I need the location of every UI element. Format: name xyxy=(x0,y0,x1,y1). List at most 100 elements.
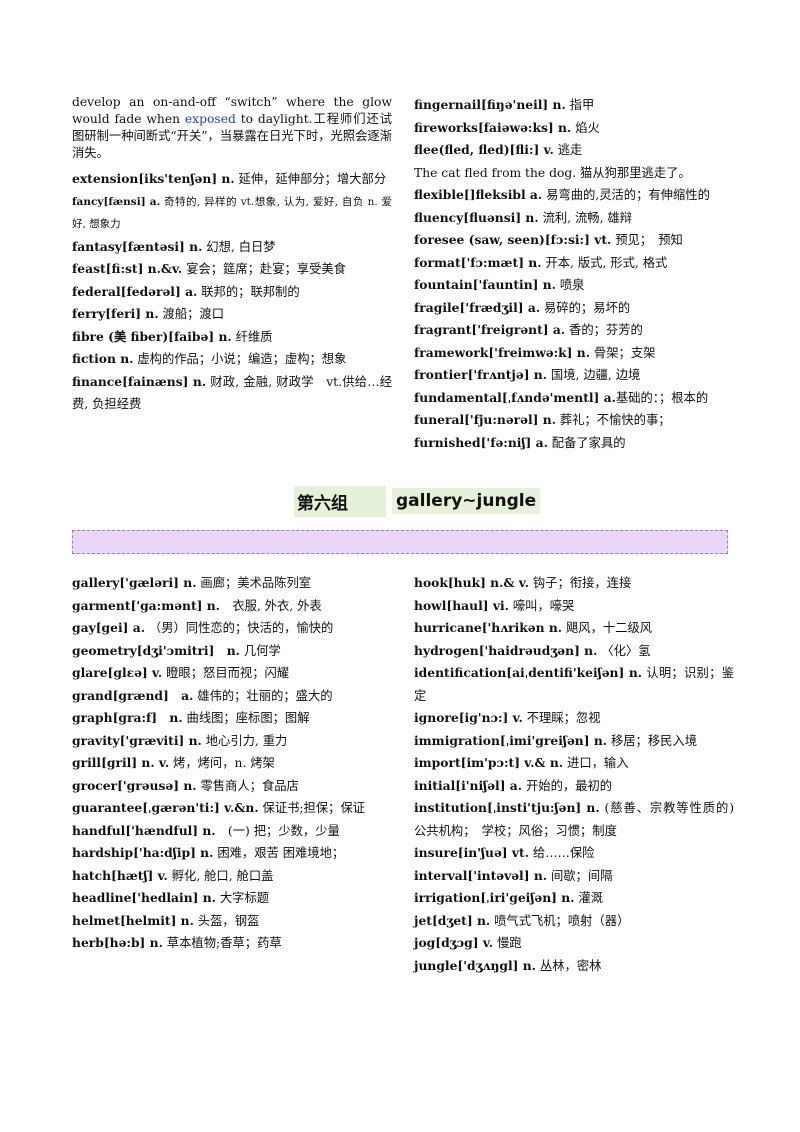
highlighted-word[interactable]: exposed xyxy=(184,112,236,126)
definition: 认明；识别；鉴定 xyxy=(414,666,734,703)
vocab-entry: headline['hedlain] n. 大字标题 xyxy=(72,887,392,910)
headword: ignore[ig'nɔ:] v. xyxy=(414,710,523,725)
vocab-entry: fragrant['freigrənt] a. 香的；芬芳的 xyxy=(414,319,734,342)
intro-text-start: develop an on-and-off “switch” where the… xyxy=(72,95,392,126)
headword: insure[in'ʃuə] vt. xyxy=(414,845,530,860)
headword: geometry[dʒi'ɔmitri] n. xyxy=(72,642,240,658)
headword: hardship['ha:dʃip] n. xyxy=(72,845,214,860)
headword: herb[hə:b] n. xyxy=(72,935,163,950)
headword: helmet[helmit] n. xyxy=(72,912,194,928)
definition: 国境, 边疆, 边境 xyxy=(547,368,641,382)
section-title-cn: 第六组 xyxy=(294,485,386,517)
definition: 虚构的作品；小说；编造；虚构；想象 xyxy=(133,352,347,366)
definition: 嚎叫，嚎哭 xyxy=(508,598,575,613)
headword: gay[gei] a. xyxy=(72,620,145,635)
definition: 焰火 xyxy=(571,120,600,135)
headword: graph[gra:f] n. xyxy=(72,710,183,725)
headword: hurricane['hʌrikən n. xyxy=(414,620,563,635)
headword: furnished['fə:niʃ] a. xyxy=(414,434,548,450)
headword: federal[fedərəl] a. xyxy=(72,283,198,299)
vocab-entry: feast[fi:st] n.&v. 宴会；筵席；赴宴；享受美食 xyxy=(72,258,392,281)
headword: fountain['fauntin] n. xyxy=(414,277,556,292)
vocab-entry: fountain['fauntin] n. 喷泉 xyxy=(414,274,734,297)
vocab-entry: The cat fled from the dog. 猫从狗那里逃走了。 xyxy=(414,162,734,185)
vocab-entry: fragile['frædʒil] a. 易碎的；易坏的 xyxy=(414,297,734,320)
vocab-entry: hydrogen['haidrəudʒən] n. 〈化〉氢 xyxy=(414,640,734,663)
headword: hook[huk] n.& v. xyxy=(414,575,529,590)
vocab-entry: grill[gril] n. v. 烤，烤问，n. 烤架 xyxy=(72,752,392,775)
definition: (一) 把；少数，少量 xyxy=(215,823,340,838)
definition: 画廊；美术品陈列室 xyxy=(196,576,312,590)
definition: 慢跑 xyxy=(493,936,522,950)
headword: extension[iks'tenʃən] n. xyxy=(72,171,235,186)
vocab-entry: graph[gra:f] n. 曲线图；座标图；图解 xyxy=(72,707,392,730)
headword: finance[fainæns] n. xyxy=(72,373,207,389)
vocab-entry: finance[fainæns] n. 财政, 金融, 财政学 vt.供给…经费… xyxy=(72,371,392,416)
vocab-entry: jet[dʒet] n. 喷气式飞机；喷射（器） xyxy=(414,910,734,933)
headword: fireworks[faiəwə:ks] n. xyxy=(414,119,572,135)
headword: irrigation[ˌiri'geiʃən] n. xyxy=(414,890,575,905)
headword: hydrogen['haidrəudʒən] n. xyxy=(414,642,598,658)
vocab-entry: grocer['grəusə] n. 零售商人；食品店 xyxy=(72,775,392,798)
definition: 给……保险 xyxy=(529,846,595,860)
vocab-entry: herb[hə:b] n. 草本植物;香草；药草 xyxy=(72,932,392,955)
definition: 瞪眼；怒目而视；闪耀 xyxy=(162,666,290,680)
vocab-entry: hardship['ha:dʃip] n. 困难，艰苦 困难境地； xyxy=(72,842,392,865)
definition: (慈善、宗教等性质的) 公共机构； 学校；风俗；习惯；制度 xyxy=(414,801,734,838)
vocab-entry: federal[fedərəl] a. 联邦的；联邦制的 xyxy=(72,281,392,304)
definition: 纤维质 xyxy=(231,329,273,344)
vocab-entry: import[im'pɔ:t] v.& n. 进口，输入 xyxy=(414,752,734,775)
headword: immigration[ˌimi'greiʃən] n. xyxy=(414,732,608,748)
vocab-entry: insure[in'ʃuə] vt. 给……保险 xyxy=(414,842,734,865)
vocab-entry: howl[haul] vi. 嚎叫，嚎哭 xyxy=(414,595,734,618)
vocab-entry: guarantee[ˌgærən'ti:] v.&n. 保证书;担保；保证 xyxy=(72,797,392,820)
vocab-entry: fiction n. 虚构的作品；小说；编造；虚构；想象 xyxy=(72,348,392,371)
vocab-entry: format['fɔ:mæt] n. 开本, 版式, 形式, 格式 xyxy=(414,252,734,275)
vocab-entry: fundamental[ˌfʌndə'mentl] a.基础的：；根本的 xyxy=(414,387,734,410)
headword: glare[glεə] v. xyxy=(72,665,163,680)
vocab-entry: hurricane['hʌrikən n. 飓风，十二级风 xyxy=(414,617,734,640)
headword: foresee (saw, seen)[fɔ:si:] vt. xyxy=(414,232,612,247)
vocab-entry: interval['intəvəl] n. 间歇；间隔 xyxy=(414,865,734,888)
headword: howl[haul] vi. xyxy=(414,597,509,613)
definition: 间歇；间隔 xyxy=(547,868,613,883)
vocab-entry: frontier['frʌntjə] n. 国境, 边疆, 边境 xyxy=(414,364,734,387)
headword: garment['ga:mənt] n. xyxy=(72,597,220,613)
intro-text-end: to daylight.工程师们还试图研制一种间断式“开关”，当暴露在日光下时，… xyxy=(72,112,392,160)
definition: 雄伟的；壮丽的；盛大的 xyxy=(193,688,333,703)
definition: 流利, 流畅, 雄辩 xyxy=(538,210,632,225)
headword: frontier['frʌntjə] n. xyxy=(414,367,548,382)
definition: 奇特的, 异样的 vt.想象, 认为, 爱好, 自负 n. 爱好, 想象力 xyxy=(72,195,392,231)
headword: jet[dʒet] n. xyxy=(414,912,491,928)
definition: （男）同性恋的；快活的，愉快的 xyxy=(144,621,334,635)
headword: fundamental[ˌfʌndə'mentl] a. xyxy=(414,389,616,405)
definition: 丛林，密林 xyxy=(536,958,602,973)
vocab-entry: initial[i'niʃəl] a. 开始的，最初的 xyxy=(414,775,734,798)
headword: feast[fi:st] n.&v. xyxy=(72,261,183,276)
vocab-entry: fantasy[fæntəsi] n. 幻想, 白日梦 xyxy=(72,236,392,259)
headword: funeral['fju:nərəl] n. xyxy=(414,412,556,427)
definition: 〈化〉氢 xyxy=(597,643,651,658)
definition: 大字标题 xyxy=(215,891,270,905)
definition: 钩子；衔接，连接 xyxy=(528,576,632,590)
definition: 困难，艰苦 困难境地； xyxy=(213,846,345,860)
headword: ferry[feri] n. xyxy=(72,306,159,321)
vocab-entry: garment['ga:mənt] n. 衣服, 外衣, 外表 xyxy=(72,595,392,618)
headword: fiction n. xyxy=(72,351,134,366)
headword: import[im'pɔ:t] v.& n. xyxy=(414,755,564,770)
intro-paragraph: develop an on-and-off “switch” where the… xyxy=(72,94,392,162)
definition: 逃走 xyxy=(553,143,583,157)
definition: 喷泉 xyxy=(555,278,585,292)
definition: 财政, 金融, 财政学 vt.供给…经费, 负担经费 xyxy=(72,374,393,412)
headword: fancy[fænsi] a. xyxy=(72,195,161,208)
vocab-entry: glare[glεə] v. 瞪眼；怒目而视；闪耀 xyxy=(72,662,392,685)
section-band xyxy=(72,530,728,554)
definition: 骨架；支架 xyxy=(590,345,656,360)
vocab-entry: helmet[helmit] n. 头盔，钢盔 xyxy=(72,910,392,933)
definition: 开始的，最初的 xyxy=(522,778,613,793)
vocab-entry: gallery['gæləri] n. 画廊；美术品陈列室 xyxy=(72,572,392,595)
headword: fragile['frædʒil] a. xyxy=(414,299,541,315)
headword: interval['intəvəl] n. xyxy=(414,867,548,883)
definition: 灌溉 xyxy=(574,891,603,905)
headword: jungle['dʒʌŋgl] n. xyxy=(414,957,537,973)
